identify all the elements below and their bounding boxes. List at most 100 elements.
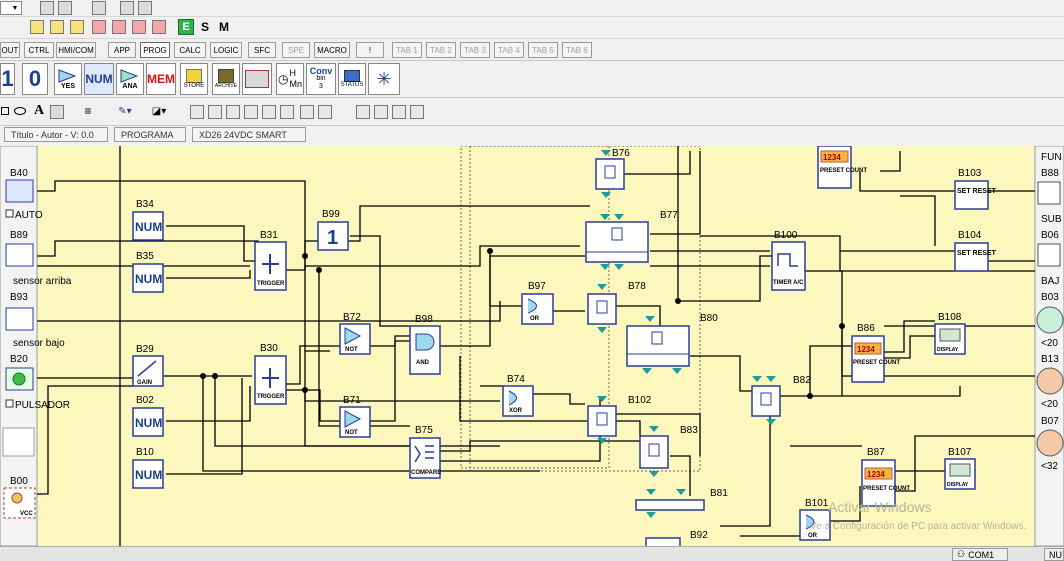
palette-conv[interactable]: Conv bin 3 [306, 63, 336, 95]
block-b97[interactable]: B97 OR [521, 281, 554, 325]
group-icon[interactable] [356, 105, 370, 119]
tab-out[interactable]: OUT [0, 42, 20, 58]
same-width-icon[interactable] [300, 105, 314, 119]
align-center-icon[interactable] [208, 105, 222, 119]
block-b30[interactable]: B30 TRIGGER [254, 343, 287, 405]
palette-mem[interactable]: MEM [146, 63, 176, 95]
output-b03-lamp[interactable] [1036, 306, 1064, 334]
tab-macro[interactable]: MACRO [314, 42, 350, 58]
output-b88-icon[interactable] [1037, 181, 1061, 205]
run-icon[interactable] [112, 20, 126, 34]
align-middle-icon[interactable] [262, 105, 276, 119]
block-b77[interactable]: B77 [585, 210, 678, 270]
program-canvas[interactable]: .w { stroke:#000; stroke-width:1.3; fill… [0, 146, 1064, 546]
palette-timer[interactable]: ◷ H Mn [276, 63, 304, 95]
mode-s-button[interactable]: S [200, 20, 209, 34]
palette-constant-one[interactable]: 1 [0, 63, 15, 95]
text-tool-icon[interactable]: A [33, 103, 45, 118]
tab-spe[interactable]: SPE [282, 42, 310, 58]
tab-tab-6[interactable]: TAB 6 [562, 42, 592, 58]
block-b29[interactable]: B29 GAIN [132, 344, 164, 387]
block-b104[interactable]: B104 SET RESET [954, 230, 997, 272]
mode-e-button[interactable]: E [178, 19, 194, 35]
palette-display-block[interactable] [242, 63, 272, 95]
block-b71[interactable]: B71 NOT [339, 395, 371, 438]
tab-tab-5[interactable]: TAB 5 [528, 42, 558, 58]
input-b40-checkbox[interactable] [5, 209, 14, 218]
block-b74[interactable]: B74 XOR [502, 374, 534, 417]
align-top-icon[interactable] [244, 105, 258, 119]
tab-tab-2[interactable]: TAB 2 [426, 42, 456, 58]
ungroup-icon[interactable] [374, 105, 388, 119]
block-b72[interactable]: B72 NOT [339, 312, 371, 355]
program-field[interactable]: PROGRAMA [114, 127, 186, 142]
tab-sfc[interactable]: SFC [248, 42, 276, 58]
palette-yes[interactable]: YES [54, 63, 82, 95]
block-b87[interactable]: B87 1234 PRESET COUNT [861, 447, 910, 507]
window-icon[interactable] [92, 1, 106, 15]
device-field[interactable]: XD26 24VDC SMART [192, 127, 306, 142]
palette-special[interactable]: ✳ [368, 63, 400, 95]
tab-tab-3[interactable]: TAB 3 [460, 42, 490, 58]
block-b31[interactable]: B31 TRIGGER [254, 230, 287, 291]
tab-tab-1[interactable]: TAB 1 [392, 42, 422, 58]
align-left-icon[interactable] [190, 105, 204, 119]
align-right-icon[interactable] [226, 105, 240, 119]
line-width-icon[interactable]: ≡ [84, 104, 92, 118]
block-b02[interactable]: B02 NUM [132, 395, 164, 437]
input-b40[interactable]: B40 AUTO [5, 168, 43, 221]
output-b07-lamp[interactable] [1036, 429, 1064, 457]
block-b92[interactable]: B92 [645, 530, 708, 546]
tools-icon[interactable] [120, 1, 134, 15]
block-b76[interactable]: B76 [595, 148, 630, 198]
tab-app[interactable]: APP [108, 42, 136, 58]
block-b107[interactable]: B107 DISPLAY [944, 447, 976, 490]
empty-input-slot[interactable] [2, 427, 35, 457]
upload-icon[interactable] [70, 20, 84, 34]
tab-prog[interactable]: PROG [140, 42, 170, 58]
block-b101[interactable]: B101 OR [799, 498, 831, 541]
block-b78[interactable]: B78 [587, 281, 646, 333]
palette-num[interactable]: NUM [84, 63, 114, 95]
block-b82[interactable]: B82 [751, 375, 811, 425]
tab-logic[interactable]: LOGIC [210, 42, 242, 58]
block-b108[interactable]: B108 DISPLAY [934, 312, 966, 355]
grid-icon[interactable] [40, 1, 54, 15]
tab-hmi-com[interactable]: HMI/COM [56, 42, 96, 58]
block-b86[interactable]: B86 1234 PRESET COUNT [851, 323, 900, 383]
block-b10[interactable]: B10 NUM [132, 447, 164, 489]
combo-dropdown[interactable]: ▼ [0, 1, 22, 15]
pen-color-icon[interactable]: ✎▾ [118, 105, 132, 117]
block-b81[interactable]: B81 [635, 488, 728, 518]
table-icon[interactable] [58, 1, 72, 15]
tab-ctrl[interactable]: CTRL [24, 42, 54, 58]
rectangle-tool-icon[interactable] [0, 104, 10, 118]
palette-status[interactable]: STATUS [338, 63, 366, 95]
front-icon[interactable] [392, 105, 406, 119]
block-b99[interactable]: B99 1 [317, 209, 349, 251]
download-icon[interactable] [50, 20, 64, 34]
block-b75[interactable]: B75 COMPARE [409, 425, 441, 479]
compile-icon[interactable] [30, 20, 44, 34]
palette-ana[interactable]: ANA [116, 63, 144, 95]
monitor-icon[interactable] [138, 1, 152, 15]
title-author-field[interactable]: Título - Autor - V: 0.0 [4, 127, 108, 142]
same-height-icon[interactable] [318, 105, 332, 119]
tab-[interactable]: ! [356, 42, 384, 58]
palette-constant-zero[interactable]: 0 [22, 63, 48, 95]
mode-m-button[interactable]: M [219, 20, 229, 34]
monitor-mode-icon[interactable] [152, 20, 166, 34]
input-b20-checkbox[interactable] [5, 399, 14, 408]
align-bottom-icon[interactable] [280, 105, 294, 119]
ellipse-tool-icon[interactable] [12, 104, 28, 118]
block-b34[interactable]: B34 NUM [132, 199, 164, 241]
output-b13-lamp[interactable] [1036, 367, 1064, 395]
block-b102[interactable]: B102 [587, 395, 652, 444]
block-b98[interactable]: B98 AND [409, 314, 441, 375]
fill-color-icon[interactable]: ◪▾ [151, 105, 167, 117]
input-b93[interactable]: B93 sensor bajo [5, 292, 65, 349]
block-b83[interactable]: B83 [639, 425, 698, 477]
block-b80[interactable]: B80 [626, 313, 718, 374]
simulate-icon[interactable] [132, 20, 146, 34]
back-icon[interactable] [410, 105, 424, 119]
